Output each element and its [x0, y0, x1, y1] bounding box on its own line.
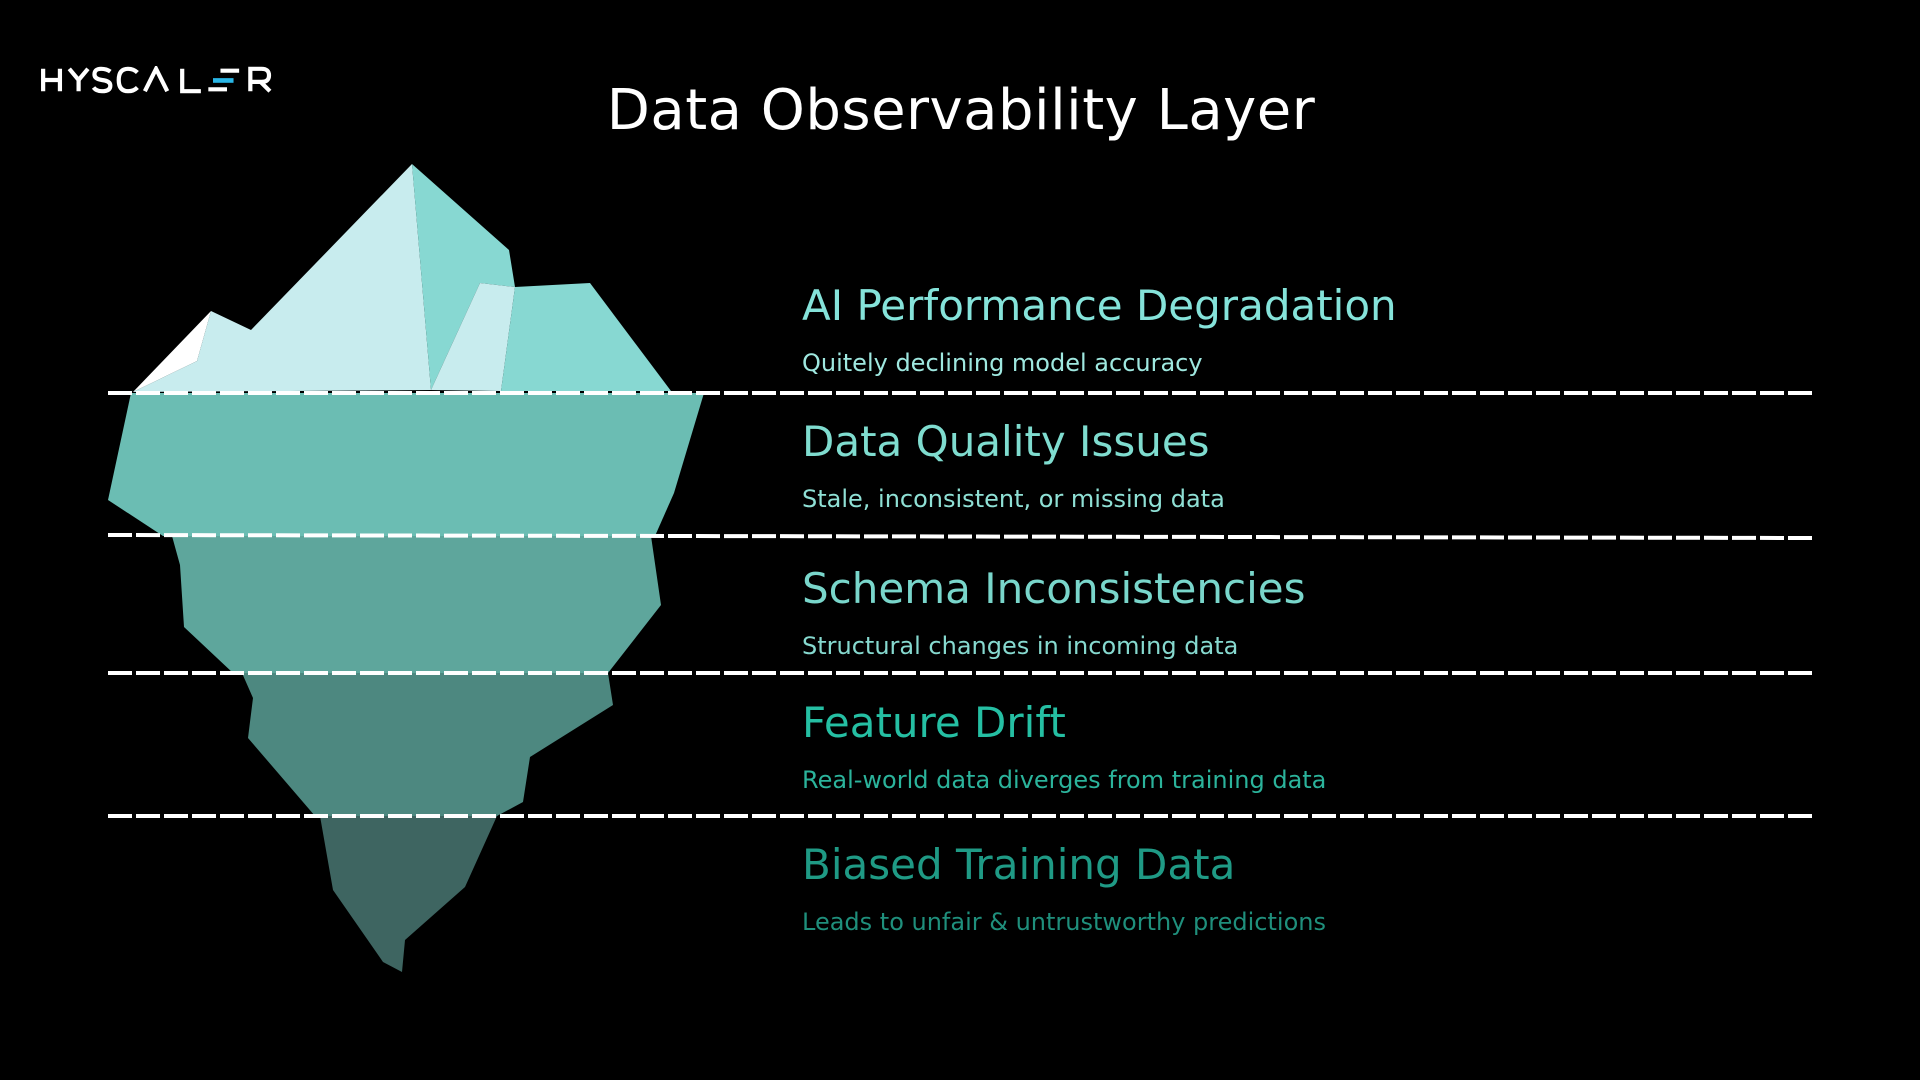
layer-heading: AI Performance Degradation — [802, 281, 1397, 330]
divider-line-2 — [107, 533, 1813, 540]
layer-heading: Biased Training Data — [802, 840, 1236, 889]
layer-feature-drift: Feature Drift Real-world data diverges f… — [802, 698, 1327, 794]
iceberg-layer-5 — [320, 816, 497, 972]
layer-subtitle: Structural changes in incoming data — [802, 632, 1239, 660]
layer-subtitle: Real-world data diverges from training d… — [802, 766, 1327, 794]
page-title: Data Observability Layer — [606, 78, 1316, 143]
iceberg-layer-2 — [108, 393, 704, 536]
layer-heading: Data Quality Issues — [802, 417, 1210, 466]
layer-subtitle: Quitely declining model accuracy — [802, 349, 1203, 377]
layer-heading: Feature Drift — [802, 698, 1066, 747]
layer-subtitle: Leads to unfair & untrustworthy predicti… — [802, 908, 1326, 936]
iceberg-layer-3 — [172, 536, 661, 673]
layer-biased-data: Biased Training Data Leads to unfair & u… — [802, 840, 1326, 936]
layer-heading: Schema Inconsistencies — [802, 564, 1306, 613]
layer-ai-performance: AI Performance Degradation Quitely decli… — [802, 281, 1397, 377]
layer-subtitle: Stale, inconsistent, or missing data — [802, 485, 1225, 513]
iceberg-layer-4 — [242, 673, 613, 816]
iceberg-tip — [133, 164, 671, 392]
hyscaler-logo — [41, 66, 272, 94]
layer-data-quality: Data Quality Issues Stale, inconsistent,… — [802, 417, 1225, 513]
layer-schema: Schema Inconsistencies Structural change… — [802, 564, 1306, 660]
